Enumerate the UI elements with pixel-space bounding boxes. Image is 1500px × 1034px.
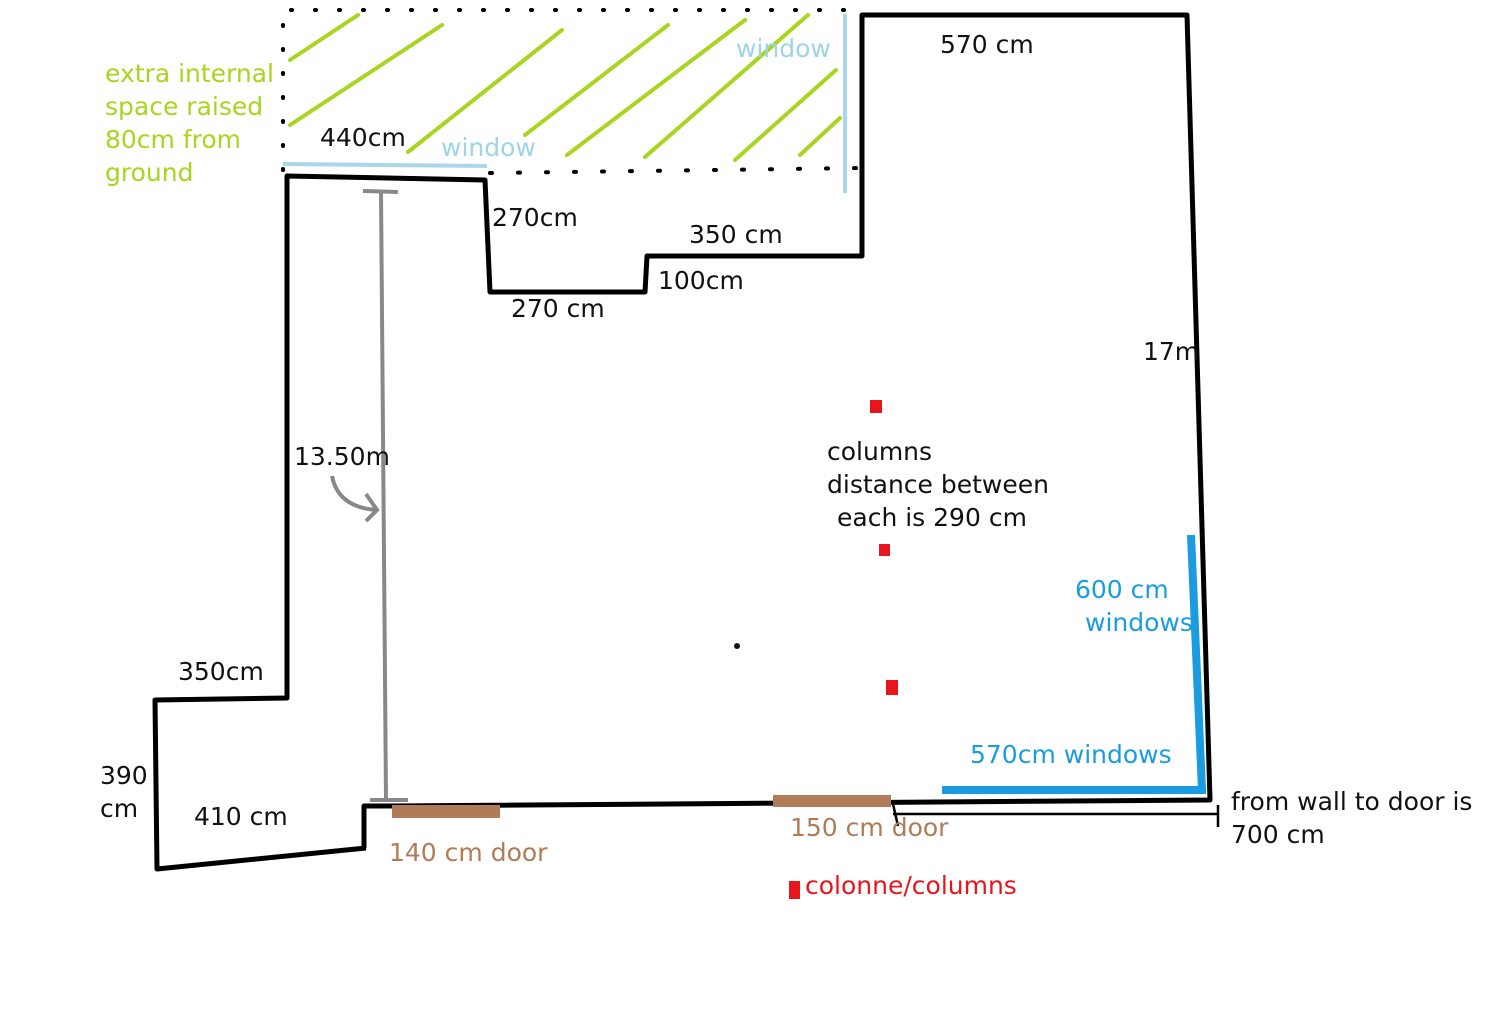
door-140-label: 140 cm door: [389, 838, 548, 867]
legend-columns-label: colonne/columns: [805, 871, 1017, 900]
dim-17m-label: 17m: [1143, 337, 1199, 366]
wall-to-door-label: from wall to door is 700 cm: [1231, 787, 1480, 849]
dim-350-b-label: 350cm: [178, 657, 264, 686]
wall-to-door-dimension: [891, 803, 1220, 827]
window-bottom-left: [282, 162, 488, 168]
raised-area-bottom-edge: [488, 166, 862, 175]
legend-column-swatch: [789, 881, 800, 899]
dim-390-label: 390 cm: [100, 761, 156, 823]
windows-600-label: 600 cm windows: [1075, 575, 1193, 637]
window-bottom-label: window: [441, 133, 536, 162]
dim-100-label: 100cm: [658, 266, 744, 295]
dim-570-top-label: 570 cm: [940, 30, 1034, 59]
dim-270-b-label: 270 cm: [511, 294, 605, 323]
raised-area: [281, 8, 862, 175]
windows-600cm: [1187, 534, 1206, 791]
window-top-label: window: [736, 34, 831, 63]
raised-area-label: extra internal space raised 80cm from gr…: [105, 59, 282, 187]
stray-dot: [734, 643, 740, 649]
door-140cm: [392, 805, 500, 818]
windows-570-label: 570cm windows: [970, 740, 1172, 769]
dim-270-a-label: 270cm: [492, 203, 578, 232]
door-150-label: 150 cm door: [790, 813, 949, 842]
column-1: [870, 400, 882, 413]
door-150cm: [773, 795, 891, 807]
dim-350-a-label: 350 cm: [689, 220, 783, 249]
dim-1350-label: 13.50m: [294, 442, 390, 471]
dimension-13-50m: [330, 189, 408, 802]
raised-area-hatching: [288, 13, 842, 162]
column-3: [886, 680, 898, 695]
dim-440-label: 440cm: [320, 123, 406, 152]
dim-410-label: 410 cm: [194, 802, 288, 831]
column-2: [879, 544, 890, 556]
columns-note: columns distance between each is 290 cm: [827, 437, 1057, 532]
